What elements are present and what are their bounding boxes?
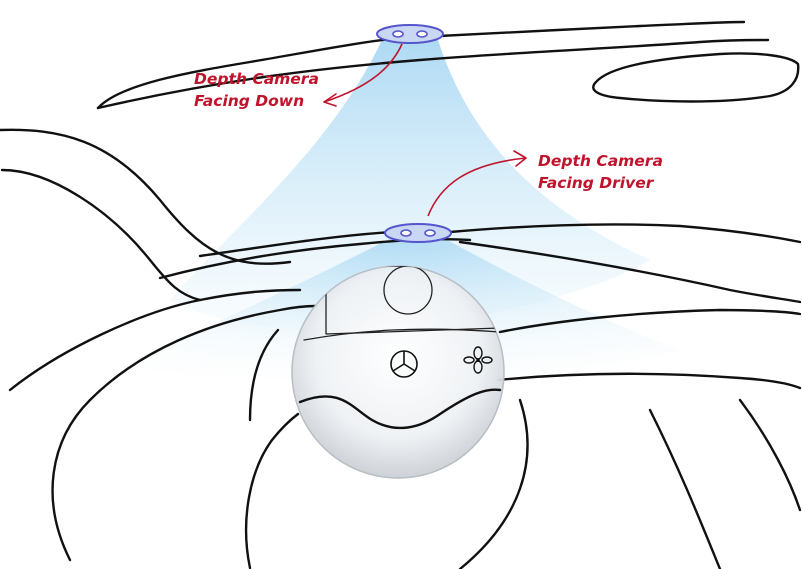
arrow-camera-driver [427,150,527,217]
door-panel-curve [244,412,300,569]
a-pillar-inner [0,168,202,302]
dash-top-line [198,223,802,258]
lens-dash-line [303,328,501,341]
label-camera-driver-line1: Depth Camera [538,152,663,170]
sunroof-outline [592,52,800,103]
dash-right-lower [496,372,802,390]
right-trim-curve [738,398,802,512]
label-camera-down-line2: Facing Down [194,92,305,110]
label-camera-driver: Depth Camera Facing Driver [538,150,663,194]
magnifier-lens [291,265,505,479]
console-far-right [648,408,722,569]
depth-camera-icon [384,223,452,243]
door-line-upper [8,288,302,392]
arrow-camera-down [323,43,403,107]
lens-driver-head [383,266,433,315]
left-trim-curve [248,328,280,422]
door-line-lower [51,304,318,562]
label-camera-down: Depth Camera Facing Down [194,68,319,112]
lens-wheel-curve [298,388,502,430]
fan-icon [463,346,493,374]
roof-edge-lower [96,38,770,110]
label-camera-down-line1: Depth Camera [194,70,319,88]
dash-right-upper [498,308,802,334]
beam-down [170,40,650,332]
mercedes-star-icon [390,350,418,378]
dash-front-line [458,240,802,304]
depth-camera-icon [376,24,444,44]
label-camera-driver-line2: Facing Driver [538,174,654,192]
console-right-curve [458,398,529,569]
